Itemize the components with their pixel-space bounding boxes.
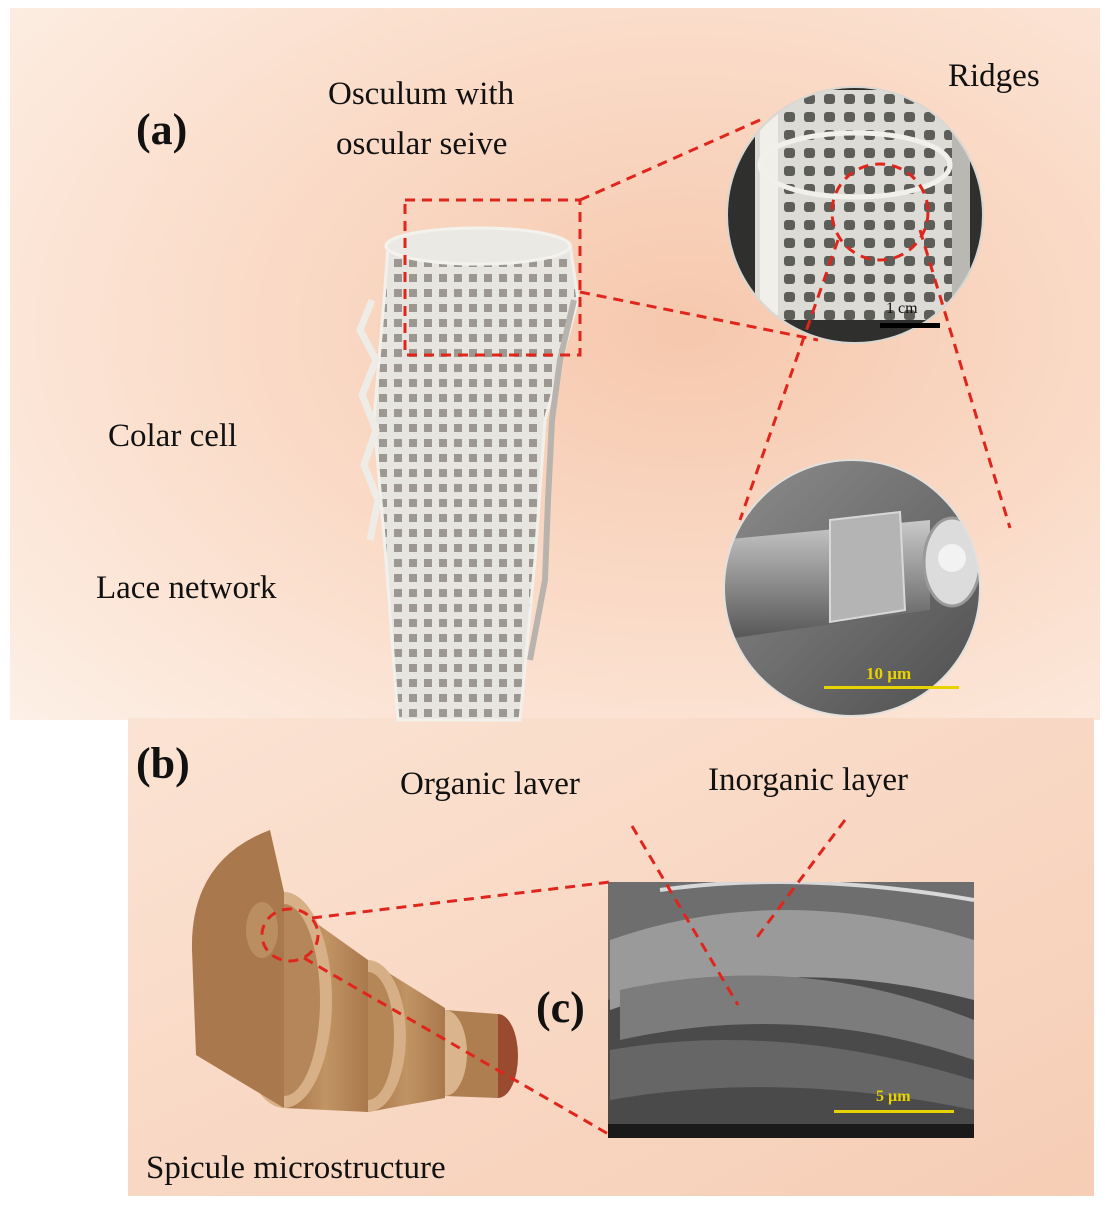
scale-label-10um: 10 µm (866, 664, 912, 683)
panel-b-letter: (b) (136, 739, 190, 788)
scale-bar-10um (824, 686, 959, 689)
spicule-3d-model (191, 830, 518, 1112)
ridges-label: Ridges (948, 58, 1040, 94)
layer-sem-photo (608, 882, 974, 1138)
osculum-inset-photo (726, 86, 984, 344)
organic-layer-label: Organic laver (400, 766, 580, 802)
osculum-label-line1: Osculum with (328, 76, 515, 112)
scale-bar-1cm (880, 323, 940, 328)
scale-bar-5um (834, 1110, 954, 1113)
panel-a-letter: (a) (136, 105, 188, 154)
spicule-microstructure-caption: Spicule microstructure (146, 1150, 446, 1186)
scale-label-1cm: 1 cm (886, 300, 918, 317)
colar-cell-label: Colar cell (108, 418, 238, 454)
callout-lines (260, 118, 1012, 1137)
lace-network-label: Lace network (96, 570, 277, 606)
panel-c-letter: (c) (536, 983, 585, 1032)
spicule-sem-inset-photo (723, 459, 981, 717)
inorganic-layer-label: Inorganic layer (708, 762, 909, 798)
osculum-label-line2: oscular seive (336, 126, 508, 162)
scale-label-5um: 5 µm (876, 1088, 911, 1105)
